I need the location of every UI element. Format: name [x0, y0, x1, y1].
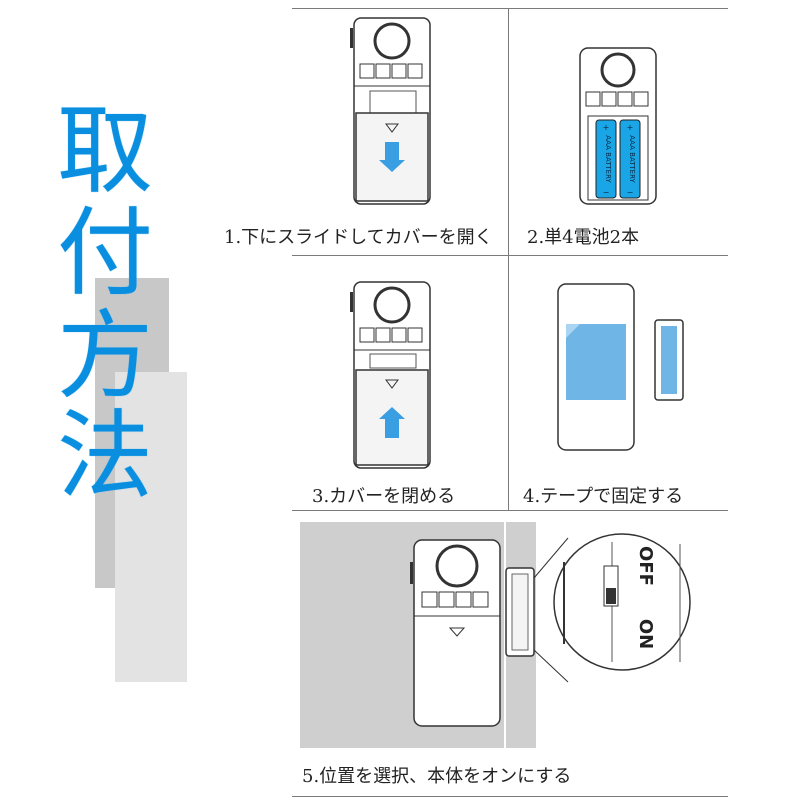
step1-device-illustration [350, 17, 431, 205]
step2-device-illustration: AAA BATTERY AAA BATTERY + + − − [579, 47, 657, 205]
step5-install-illustration: OFF ON [300, 522, 691, 748]
step3-caption: 3.カバーを閉める [312, 486, 456, 507]
step3-device-illustration [350, 281, 431, 469]
switch-off-label: OFF [635, 546, 656, 586]
title-char-1: 取 [57, 95, 153, 207]
title-char-2: 付 [57, 197, 153, 309]
battery-label: AAA BATTERY [604, 135, 612, 183]
battery-plus: + [627, 123, 634, 132]
battery-plus: + [603, 123, 610, 132]
battery-minus: − [603, 188, 610, 197]
grid-line [292, 8, 728, 9]
battery-minus: − [627, 188, 634, 197]
battery-label: AAA BATTERY [628, 135, 636, 183]
grid-line [508, 8, 509, 510]
title-char-3: 方 [57, 300, 153, 412]
grid-line [292, 255, 728, 256]
step4-tape-illustration [557, 283, 684, 451]
step1-caption: 1.下にスライドしてカバーを開く [224, 227, 493, 248]
step5-caption: 5.位置を選択、本体をオンにする [302, 766, 572, 787]
step4-caption: 4.テープで固定する [523, 486, 684, 507]
step2-caption: 2.単4電池2本 [527, 227, 640, 248]
title-char-4: 法 [57, 400, 153, 512]
grid-line [292, 510, 728, 511]
switch-on-label: ON [635, 619, 656, 649]
decor-block-light [115, 372, 187, 682]
grid-line [292, 796, 728, 797]
